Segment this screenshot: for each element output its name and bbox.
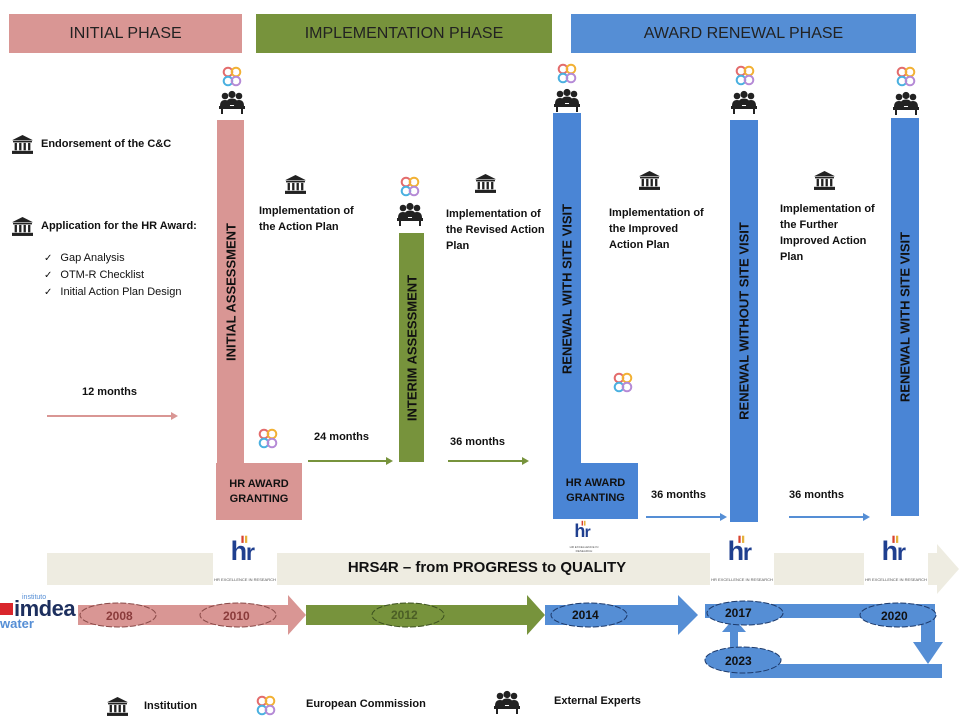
checklist-item: Initial Action Plan Design [44, 284, 181, 301]
hr-logo-caption: HR EXCELLENCE IN RESEARCH [711, 577, 773, 582]
renewal-with-site-visit-bar-2: RENEWAL WITH SITE VISIT [891, 118, 919, 516]
external-experts-icon [893, 91, 919, 115]
hr-logo-caption: HR EXCELLENCE IN RESEARCH [214, 577, 276, 582]
hr-excellence-logo: HR EXCELLENCE IN RESEARCH [710, 533, 774, 585]
hr-logo-icon [572, 519, 596, 543]
hr-logo-caption: HR EXCELLENCE IN RESEARCH [569, 545, 599, 553]
institution-icon [12, 135, 33, 154]
hr-excellence-logo-small: HR EXCELLENCE IN RESEARCH [562, 519, 606, 553]
arrow-12-months [47, 412, 178, 420]
institution-icon [285, 175, 306, 194]
hr-logo-icon [227, 533, 263, 569]
european-commission-icon [734, 65, 756, 87]
year-cloud-2020 [859, 602, 937, 628]
renewal-without-site-visit-label: RENEWAL WITHOUT SITE VISIT [736, 222, 752, 420]
institution-icon [639, 171, 660, 190]
year-cloud-2010 [199, 602, 277, 628]
european-commission-icon [556, 63, 578, 85]
year-cloud-2023 [704, 646, 782, 674]
endorsement-label: Endorsement of the C&C [41, 138, 172, 150]
hr-award-granting-box-2: HR AWARD GRANTING [553, 463, 638, 519]
imdea-logo-main: imdea [14, 596, 76, 621]
legend-european-commission: European Commission [306, 698, 426, 710]
imdea-logo-flag [0, 603, 13, 615]
duration-36-months-a: 36 months [450, 436, 506, 448]
european-commission-icon [221, 66, 243, 88]
year-cloud-2017 [706, 600, 784, 626]
institution-icon [107, 697, 128, 716]
hr-excellence-logo: HR EXCELLENCE IN RESEARCH [213, 533, 277, 585]
arrow-36-months-a [448, 457, 529, 465]
initial-phase-header: INITIAL PHASE [9, 14, 242, 53]
implementation-action-plan: Implementation of the Action Plan [259, 205, 354, 233]
hr-award-granting-box-1: HR AWARD GRANTING [216, 463, 302, 520]
external-experts-icon [554, 88, 580, 112]
implementation-revised-plan: Implementation of the Revised Action Pla… [446, 208, 545, 252]
external-experts-icon [219, 90, 245, 114]
year-cloud-2014 [550, 602, 628, 628]
external-experts-icon [731, 90, 757, 114]
renewal-with-site-visit-label-2: RENEWAL WITH SITE VISIT [897, 231, 913, 403]
european-commission-icon [895, 66, 917, 88]
duration-12-months: 12 months [82, 386, 138, 398]
arrow-36-months-c [789, 513, 870, 521]
european-commission-icon [612, 372, 634, 394]
external-experts-icon [397, 202, 423, 226]
institution-icon [12, 217, 33, 236]
year-2010: 2010 [223, 609, 250, 623]
european-commission-icon [399, 176, 421, 198]
year-2017: 2017 [725, 606, 752, 620]
year-2012: 2012 [391, 608, 418, 622]
institution-icon [475, 174, 496, 193]
renewal-with-site-visit-label-1: RENEWAL WITH SITE VISIT [559, 203, 575, 374]
arrow-24-months [308, 457, 393, 465]
year-2020: 2020 [881, 609, 908, 623]
arrow-36-months-b [646, 513, 727, 521]
duration-24-months: 24 months [314, 431, 370, 443]
application-label: Application for the HR Award: [41, 220, 197, 232]
imdea-logo-sub: water [0, 616, 34, 631]
year-2008: 2008 [106, 609, 133, 623]
initial-assessment-bar: INITIAL ASSESSMENT [217, 120, 244, 463]
year-2023: 2023 [725, 654, 752, 668]
implementation-further-improved-plan: Implementation of the Further Improved A… [780, 203, 875, 263]
european-commission-icon [255, 695, 277, 717]
legend-institution: Institution [144, 700, 198, 712]
hr-excellence-logo: HR EXCELLENCE IN RESEARCH [864, 533, 928, 585]
european-commission-icon [257, 428, 279, 450]
hr-logo-caption: HR EXCELLENCE IN RESEARCH [865, 577, 927, 582]
checklist-item: OTM-R Checklist [44, 267, 181, 284]
duration-36-months-b: 36 months [651, 489, 707, 501]
interim-assessment-bar: INTERIM ASSESSMENT [399, 233, 424, 462]
year-2014: 2014 [572, 608, 599, 622]
application-checklist: Gap Analysis OTM-R Checklist Initial Act… [44, 250, 181, 301]
hr-logo-icon [878, 533, 914, 569]
interim-assessment-label: INTERIM ASSESSMENT [404, 274, 419, 421]
institution-icon [814, 171, 835, 190]
award-renewal-phase-header: AWARD RENEWAL PHASE [571, 14, 916, 53]
renewal-with-site-visit-bar-1: RENEWAL WITH SITE VISIT [553, 113, 581, 464]
year-cloud-2012 [371, 602, 445, 628]
external-experts-icon [494, 690, 520, 714]
implementation-improved-plan: Implementation of the Improved Action Pl… [609, 207, 704, 251]
legend-external-experts: External Experts [554, 695, 641, 707]
implementation-phase-header: IMPLEMENTATION PHASE [256, 14, 552, 53]
initial-assessment-label: INITIAL ASSESSMENT [223, 222, 238, 361]
imdea-logo-top: instituto [22, 594, 47, 601]
renewal-without-site-visit-bar: RENEWAL WITHOUT SITE VISIT [730, 120, 758, 522]
year-cloud-2008 [79, 602, 157, 628]
imdea-water-logo: instituto imdea water [0, 594, 80, 634]
checklist-item: Gap Analysis [44, 250, 181, 267]
duration-36-months-c: 36 months [789, 489, 845, 501]
hrs4r-banner-title: HRS4R – from PROGRESS to QUALITY [347, 559, 627, 576]
hr-logo-icon [724, 533, 760, 569]
